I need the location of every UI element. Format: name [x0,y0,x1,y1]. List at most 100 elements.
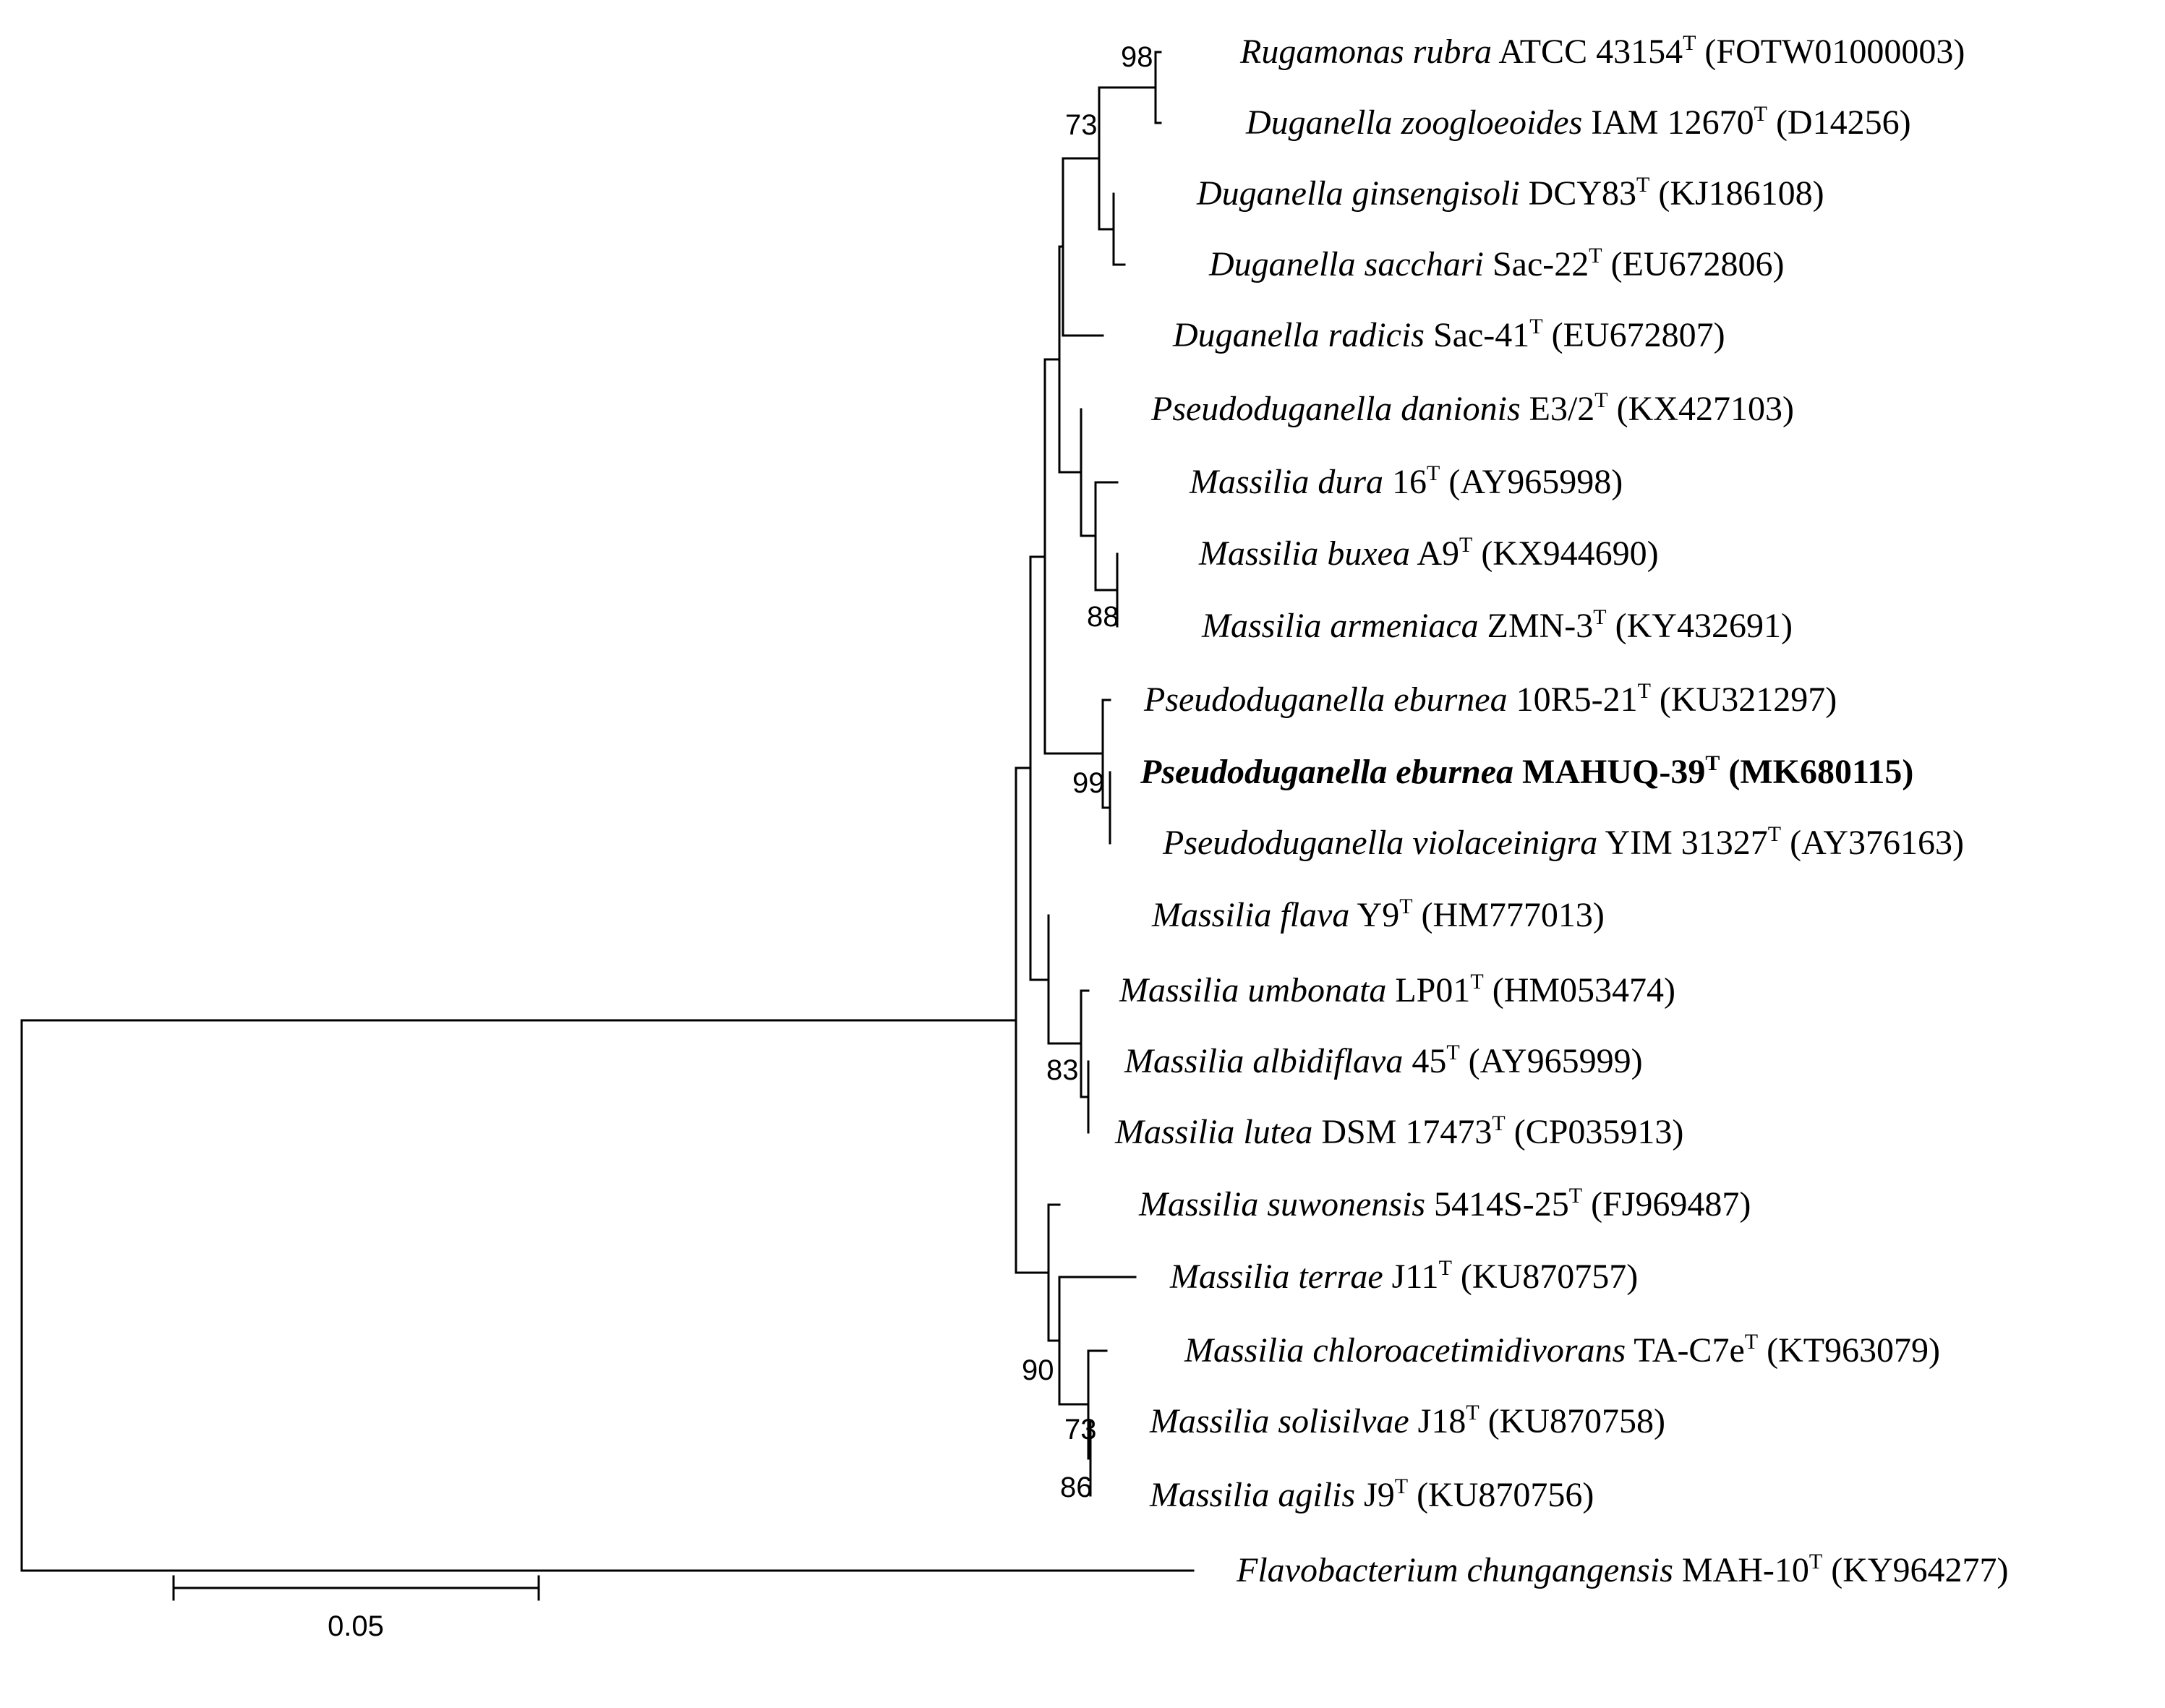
scale-bar-label: 0.05 [328,1610,384,1642]
taxon-strain: TA-C7e [1626,1331,1745,1370]
taxon-label: Flavobacterium chungangensis MAH-10T (KY… [1236,1550,2009,1589]
taxon-accession: (KU870758) [1479,1402,1665,1440]
taxon-strain: J9 [1355,1476,1395,1514]
taxon-species-name: Massilia dura [1189,463,1383,501]
taxon-strain: J11 [1383,1257,1439,1296]
taxon-label: Massilia buxea A9T (KX944690) [1198,533,1659,573]
taxon-label: Massilia armeniaca ZMN-3T (KY432691) [1201,605,1793,645]
taxon-strain: J18 [1409,1402,1466,1440]
taxon-accession: (EU672806) [1602,245,1785,283]
taxon-strain: MAHUQ-39 [1513,753,1705,791]
taxon-accession: (KY432691) [1607,607,1793,645]
taxon-accession: (AY965999) [1460,1042,1643,1080]
taxon-species-name: Flavobacterium chungangensis [1236,1551,1673,1589]
type-strain-superscript: T [1683,31,1696,55]
taxon-species-name: Massilia umbonata [1119,971,1386,1009]
bootstrap-value: 90 [1022,1354,1054,1386]
taxon-species-name: Massilia solisilvae [1149,1402,1409,1440]
taxon-strain: Sac-22 [1484,245,1589,283]
taxon-accession: (KX944690) [1472,534,1658,573]
taxon-species-name: Duganella ginsengisoli [1196,174,1520,213]
taxon-label: Massilia terrae J11T (KU870757) [1169,1256,1638,1296]
taxon-species-name: Rugamonas rubra [1239,33,1492,71]
taxon-accession: (KU870756) [1408,1476,1594,1514]
taxon-label: Duganella radicis Sac-41T (EU672807) [1172,315,1725,354]
taxon-strain: 45 [1403,1042,1446,1080]
bootstrap-value: 98 [1121,41,1153,73]
taxon-accession: (KU870757) [1452,1257,1638,1296]
taxon-label: Massilia dura 16T (AY965998) [1189,461,1623,501]
taxon-species-name: Duganella sacchari [1208,245,1484,283]
bootstrap-value: 83 [1046,1054,1079,1086]
taxon-accession: (KY964277) [1822,1551,2008,1589]
taxon-strain: DSM 17473 [1312,1113,1492,1151]
type-strain-superscript: T [1470,970,1483,994]
type-strain-superscript: T [1446,1041,1459,1064]
taxon-label: Duganella zoogloeoides IAM 12670T (D1425… [1245,102,1911,142]
taxon-label: Massilia albidiflava 45T (AY965999) [1124,1041,1643,1080]
type-strain-superscript: T [1638,679,1651,703]
taxon-strain: ZMN-3 [1479,607,1594,645]
bootstrap-value: 99 [1072,767,1105,799]
taxon-species-name: Massilia armeniaca [1201,607,1479,645]
taxon-label: Massilia lutea DSM 17473T (CP035913) [1114,1111,1683,1151]
taxon-strain: 10R5-21 [1508,680,1638,719]
taxon-accession: (MK680115) [1720,753,1913,791]
taxon-strain: Sac-41 [1425,316,1529,354]
taxon-species-name: Massilia chloroacetimidivorans [1184,1331,1626,1370]
taxon-accession: (KJ186108) [1649,174,1824,213]
taxon-accession: (CP035913) [1506,1113,1684,1151]
taxon-species-name: Massilia buxea [1198,534,1410,573]
scale-bar: 0.05 [172,1575,540,1642]
taxon-strain: MAH-10 [1673,1551,1809,1589]
taxon-species-name: Duganella zoogloeoides [1245,103,1582,142]
taxon-species-name: Massilia flava [1151,896,1349,934]
type-strain-superscript: T [1529,315,1542,338]
taxon-label: Massilia suwonensis 5414S-25T (FJ969487) [1138,1184,1751,1224]
taxon-accession: (FOTW01000003) [1696,33,1965,71]
bootstrap-value: 88 [1087,601,1119,633]
taxon-label: Pseudoduganella eburnea 10R5-21T (KU3212… [1143,679,1837,719]
taxon-label: Pseudoduganella eburnea MAHUQ-39T (MK680… [1140,751,1913,791]
taxon-species-name: Massilia suwonensis [1138,1185,1425,1224]
taxon-label: Duganella sacchari Sac-22T (EU672806) [1208,244,1785,283]
taxon-strain: DCY83 [1520,174,1636,213]
taxon-strain: 5414S-25 [1425,1185,1569,1224]
taxon-label: Duganella ginsengisoli DCY83T (KJ186108) [1196,173,1824,213]
taxon-strain: A9 [1410,534,1459,573]
taxon-label: Massilia flava Y9T (HM777013) [1151,894,1605,934]
type-strain-superscript: T [1593,605,1606,629]
taxon-strain: 16 [1383,463,1427,501]
taxon-species-name: Massilia agilis [1149,1476,1355,1514]
type-strain-superscript: T [1399,894,1412,918]
taxon-strain: Y9 [1349,896,1399,934]
taxon-strain: LP01 [1386,971,1470,1009]
type-strain-superscript: T [1439,1256,1452,1280]
type-strain-superscript: T [1768,822,1781,846]
bootstrap-value: 73 [1064,1414,1097,1446]
type-strain-superscript: T [1569,1184,1582,1208]
type-strain-superscript: T [1809,1550,1822,1574]
taxon-strain: YIM 31327 [1597,824,1768,862]
taxon-strain: E3/2 [1521,390,1595,428]
taxon-species-name: Massilia albidiflava [1124,1042,1403,1080]
taxon-species-name: Duganella radicis [1172,316,1425,354]
taxon-accession: (AY376163) [1781,824,1964,862]
bootstrap-value: 73 [1065,109,1098,141]
taxon-accession: (D14256) [1767,103,1911,142]
taxon-species-name: Massilia lutea [1114,1113,1312,1151]
tree-branches [20,51,1195,1572]
taxon-label: Massilia chloroacetimidivorans TA-C7eT (… [1184,1330,1940,1370]
taxon-species-name: Pseudoduganella eburnea [1143,680,1508,719]
taxon-species-name: Pseudoduganella eburnea [1140,753,1513,791]
type-strain-superscript: T [1459,533,1472,557]
taxon-species-name: Massilia terrae [1169,1257,1383,1296]
type-strain-superscript: T [1636,173,1649,197]
taxon-label: Massilia agilis J9T (KU870756) [1149,1474,1594,1514]
type-strain-superscript: T [1466,1401,1479,1425]
taxon-accession: (KT963079) [1758,1331,1940,1370]
taxon-label: Massilia solisilvae J18T (KU870758) [1149,1401,1665,1440]
taxon-label: Rugamonas rubra ATCC 43154T (FOTW0100000… [1239,31,1965,71]
